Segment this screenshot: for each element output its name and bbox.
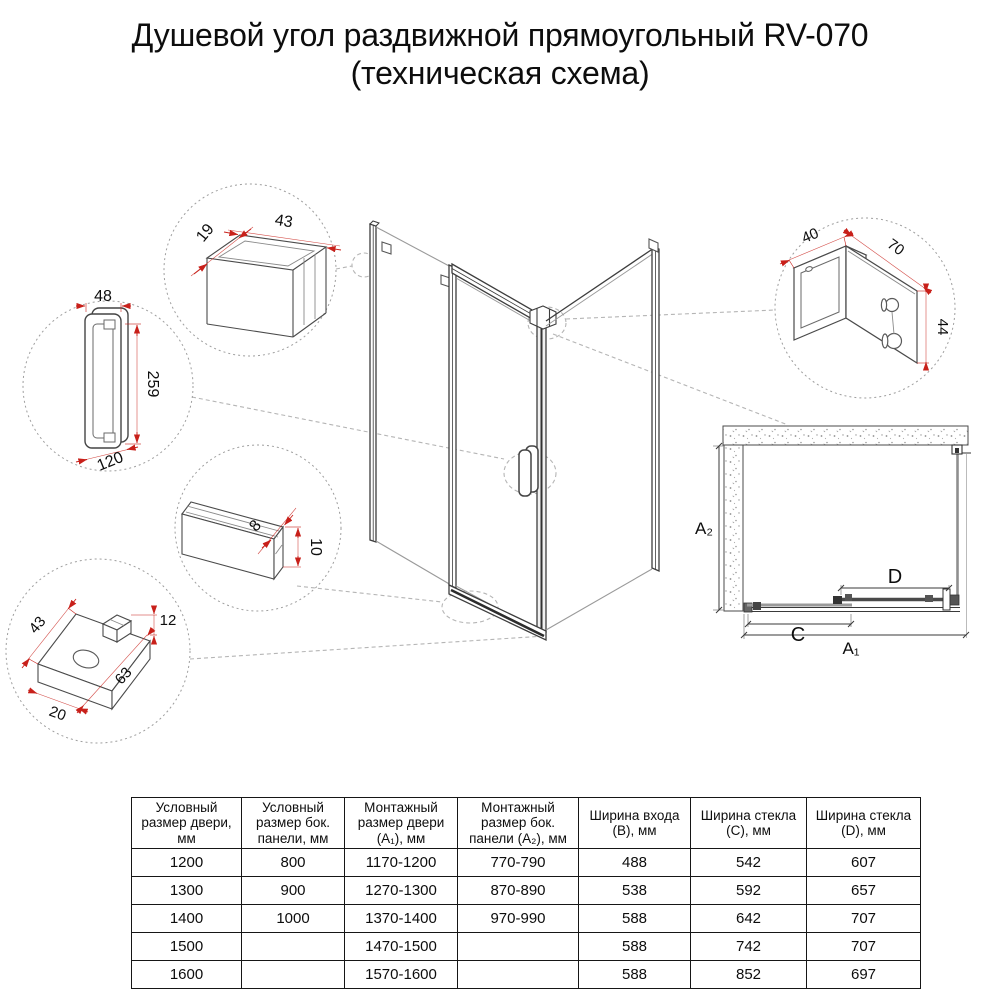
plan-label-d: D — [888, 566, 902, 588]
dim-wall-profile-width: 43 — [274, 212, 294, 232]
table-cell: 707 — [806, 932, 921, 961]
table-cell: 707 — [806, 904, 921, 933]
table-cell: 1600 — [131, 960, 242, 989]
dim-corner-width: 40 — [799, 225, 821, 247]
table-cell: 1170-1200 — [344, 848, 458, 877]
plan-side-wall — [723, 444, 744, 612]
plan-dimensions — [713, 442, 970, 639]
table-cell: 642 — [690, 904, 807, 933]
dim-handle-width: 48 — [94, 288, 112, 305]
table-cell: 1400 — [131, 904, 242, 933]
technical-diagram: 19 43 — [5, 183, 971, 744]
detail-floor-bracket: 43 12 63 20 — [5, 558, 191, 744]
plan-door-track — [743, 588, 960, 613]
table-cell: 1300 — [131, 876, 242, 905]
table-header-cell: Монтажный размер двери (A₁), мм — [344, 797, 458, 849]
plan-top-wall — [722, 425, 969, 446]
table-cell — [241, 932, 345, 961]
page-title: Душевой угол раздвижной прямоугольный RV… — [0, 16, 1000, 92]
table-row: 1300 900 1270-1300 870-890 538 592 657 — [131, 876, 921, 905]
leader-lines — [189, 252, 789, 660]
table-header-row: Условный размер двери, мм Условный разме… — [131, 797, 921, 849]
detail-corner-bracket: 40 70 44 — [774, 217, 956, 399]
callout-ring-bottom-rail — [441, 590, 499, 624]
table-cell: 697 — [806, 960, 921, 989]
table-cell: 970-990 — [457, 904, 579, 933]
callout-ring-corner-bracket — [527, 306, 567, 340]
table-cell: 588 — [578, 904, 691, 933]
table-cell — [241, 960, 345, 989]
dim-bracket-depth: 43 — [26, 613, 50, 637]
dim-bracket-front: 20 — [47, 703, 68, 725]
plan-view: A₂ D C A₁ — [695, 425, 971, 658]
table-row: 1400 1000 1370-1400 970-990 588 642 707 — [131, 904, 921, 933]
table-row: 1200 800 1170-1200 770-790 488 542 607 — [131, 848, 921, 877]
table-cell: 900 — [241, 876, 345, 905]
dim-bracket-clip: 12 — [160, 612, 177, 629]
plan-side-glass — [951, 444, 971, 638]
table-cell: 607 — [806, 848, 921, 877]
side-panel-profile — [648, 238, 660, 572]
table-cell: 1200 — [131, 848, 242, 877]
table-header-cell: Монтажный размер бок. панели (A₂), мм — [457, 797, 579, 849]
spec-table: Условный размер двери, мм Условный разме… — [131, 797, 921, 989]
plan-label-a2: A₂ — [695, 519, 713, 538]
table-cell: 1500 — [131, 932, 242, 961]
table-cell: 588 — [578, 932, 691, 961]
table-cell: 588 — [578, 960, 691, 989]
door-handle — [518, 445, 539, 497]
main-isometric-drawing — [369, 220, 660, 642]
table-header-cell: Условный размер бок. панели, мм — [241, 797, 345, 849]
detail-bottom-rail: 8 10 — [174, 444, 342, 612]
dim-rail-height: 10 — [307, 538, 324, 556]
plan-label-c: C — [791, 624, 805, 646]
table-row: 1500 1470-1500 588 742 707 — [131, 932, 921, 961]
fixed-panel-glass — [375, 226, 452, 586]
table-cell: 657 — [806, 876, 921, 905]
table-cell — [457, 932, 579, 961]
table-row: 1600 1570-1600 588 852 697 — [131, 960, 921, 989]
wall-profile — [369, 220, 380, 543]
table-header-cell: Ширина стекла (C), мм — [690, 797, 807, 849]
dim-handle-base: 120 — [95, 449, 126, 475]
table-cell: 538 — [578, 876, 691, 905]
table-cell: 1470-1500 — [344, 932, 458, 961]
table-cell: 592 — [690, 876, 807, 905]
table-cell: 488 — [578, 848, 691, 877]
table-cell: 1000 — [241, 904, 345, 933]
title-line-2: (техническая схема) — [350, 55, 650, 91]
table-cell: 542 — [690, 848, 807, 877]
title-line-1: Душевой угол раздвижной прямоугольный RV… — [131, 17, 869, 53]
table-cell: 1570-1600 — [344, 960, 458, 989]
glass-wall-brackets — [381, 241, 451, 288]
detail-wall-profile: 19 43 — [163, 183, 342, 357]
dim-corner-length: 70 — [884, 236, 907, 260]
dim-corner-height: 44 — [934, 319, 951, 336]
dim-wall-profile-depth: 19 — [193, 221, 217, 246]
dim-handle-height: 259 — [144, 371, 161, 398]
side-panel-glass — [545, 247, 655, 631]
table-header-cell: Ширина входа (B), мм — [578, 797, 691, 849]
door-frame-profile — [448, 264, 457, 589]
table-cell: 852 — [690, 960, 807, 989]
bottom-track — [448, 583, 547, 642]
table-cell: 1370-1400 — [344, 904, 458, 933]
table-cell: 1270-1300 — [344, 876, 458, 905]
table-cell — [457, 960, 579, 989]
table-cell: 800 — [241, 848, 345, 877]
table-cell: 742 — [690, 932, 807, 961]
plan-label-a1: A₁ — [842, 639, 859, 658]
table-header-cell: Условный размер двери, мм — [131, 797, 242, 849]
table-header-cell: Ширина стекла (D), мм — [806, 797, 921, 849]
detail-handle: 48 259 120 — [22, 288, 194, 475]
table-cell: 770-790 — [457, 848, 579, 877]
table-cell: 870-890 — [457, 876, 579, 905]
